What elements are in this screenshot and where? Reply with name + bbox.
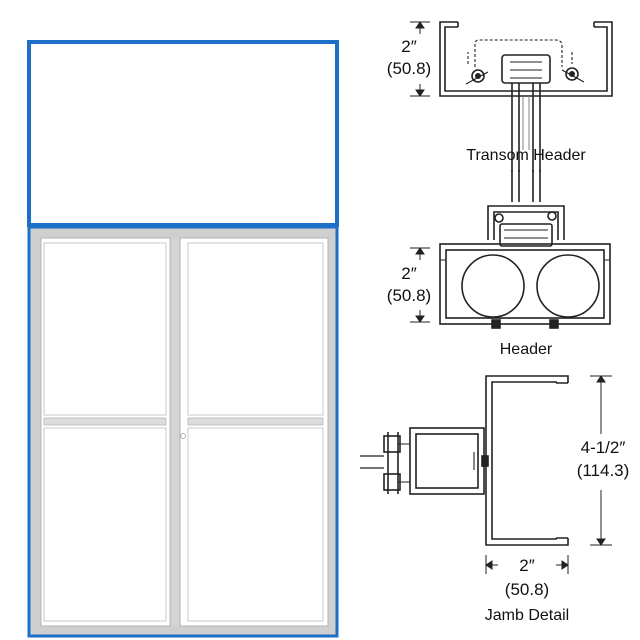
header-dim-mm: (50.8) <box>386 286 432 305</box>
jamb-width-mm: (50.8) <box>504 580 550 599</box>
jamb-width-inches: 2″ <box>519 556 535 575</box>
transom-panel <box>27 40 339 227</box>
jamb-height-inches: 4-1/2″ <box>580 438 626 457</box>
jamb-height-dimension <box>590 375 612 546</box>
door-elevation <box>27 40 339 638</box>
center-mullion <box>172 238 179 626</box>
door-lock <box>180 433 186 439</box>
transom-dim-inches: 2″ <box>401 37 417 56</box>
push-bar-right <box>187 417 324 426</box>
jamb-height-mm: (114.3) <box>576 461 630 480</box>
transom-header-caption: Transom Header <box>466 147 586 164</box>
jamb-profile <box>360 375 569 546</box>
transom-dimension <box>410 21 430 97</box>
header-caption: Header <box>499 341 553 358</box>
jamb-width-dimension <box>485 555 569 574</box>
jamb-detail-caption: Jamb Detail <box>484 607 570 624</box>
door-leaf-right <box>179 237 329 627</box>
transom-dim-mm: (50.8) <box>386 59 432 78</box>
header-profile <box>439 170 611 329</box>
push-bar-left <box>43 417 167 426</box>
door-leaf-left <box>40 237 171 627</box>
header-dimension <box>410 247 430 323</box>
transom-header-profile <box>439 21 613 172</box>
header-dim-inches: 2″ <box>401 264 417 283</box>
